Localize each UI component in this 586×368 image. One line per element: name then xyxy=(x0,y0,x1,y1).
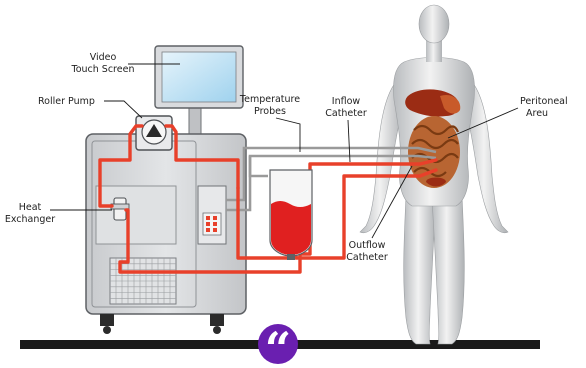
svg-text:Peritoneal: Peritoneal xyxy=(520,96,568,107)
svg-text:Catheter: Catheter xyxy=(325,108,367,119)
hyperthermia-machine xyxy=(86,46,246,334)
label-temperature-probes: Temperature Probes xyxy=(239,94,300,152)
peritoneal-organs xyxy=(405,89,460,188)
svg-text:Inflow: Inflow xyxy=(332,96,361,107)
svg-text:Exchanger: Exchanger xyxy=(5,214,55,225)
label-inflow-catheter: Inflow Catheter xyxy=(325,96,367,162)
svg-text:Heat: Heat xyxy=(19,202,42,213)
label-roller-pump: Roller Pump xyxy=(38,96,142,118)
machine-wheels xyxy=(100,314,224,334)
roller-pump[interactable] xyxy=(136,116,172,150)
video-touch-screen[interactable] xyxy=(155,46,243,108)
fluid-reservoir xyxy=(270,170,312,260)
svg-text:Video: Video xyxy=(90,52,117,63)
svg-text:Outflow: Outflow xyxy=(349,240,386,251)
svg-text:Roller Pump: Roller Pump xyxy=(38,96,95,107)
svg-text:Areu: Areu xyxy=(526,108,548,119)
svg-text:Touch Screen: Touch Screen xyxy=(71,64,135,75)
svg-text:Temperature: Temperature xyxy=(239,94,300,105)
svg-text:Probes: Probes xyxy=(254,106,286,117)
quote-badge: “ xyxy=(258,322,298,368)
control-panel[interactable] xyxy=(198,186,226,244)
svg-text:Catheter: Catheter xyxy=(346,252,388,263)
quote-icon: “ xyxy=(265,322,291,368)
